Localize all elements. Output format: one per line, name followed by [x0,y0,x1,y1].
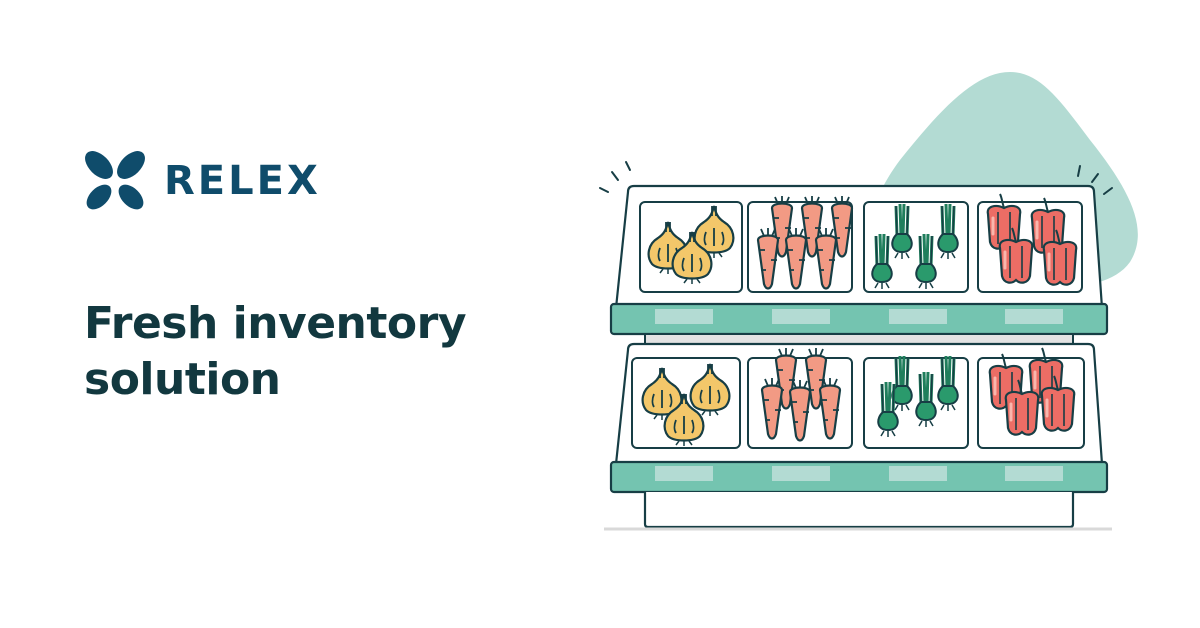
headline-line-1: Fresh inventory [84,298,467,349]
page-title: Fresh inventory solution [84,296,467,408]
headline-line-2: solution [84,354,281,405]
brand-name: RELEX [164,158,321,204]
butterfly-logo-icon [85,151,145,210]
relex-logo[interactable]: RELEX [84,150,321,212]
